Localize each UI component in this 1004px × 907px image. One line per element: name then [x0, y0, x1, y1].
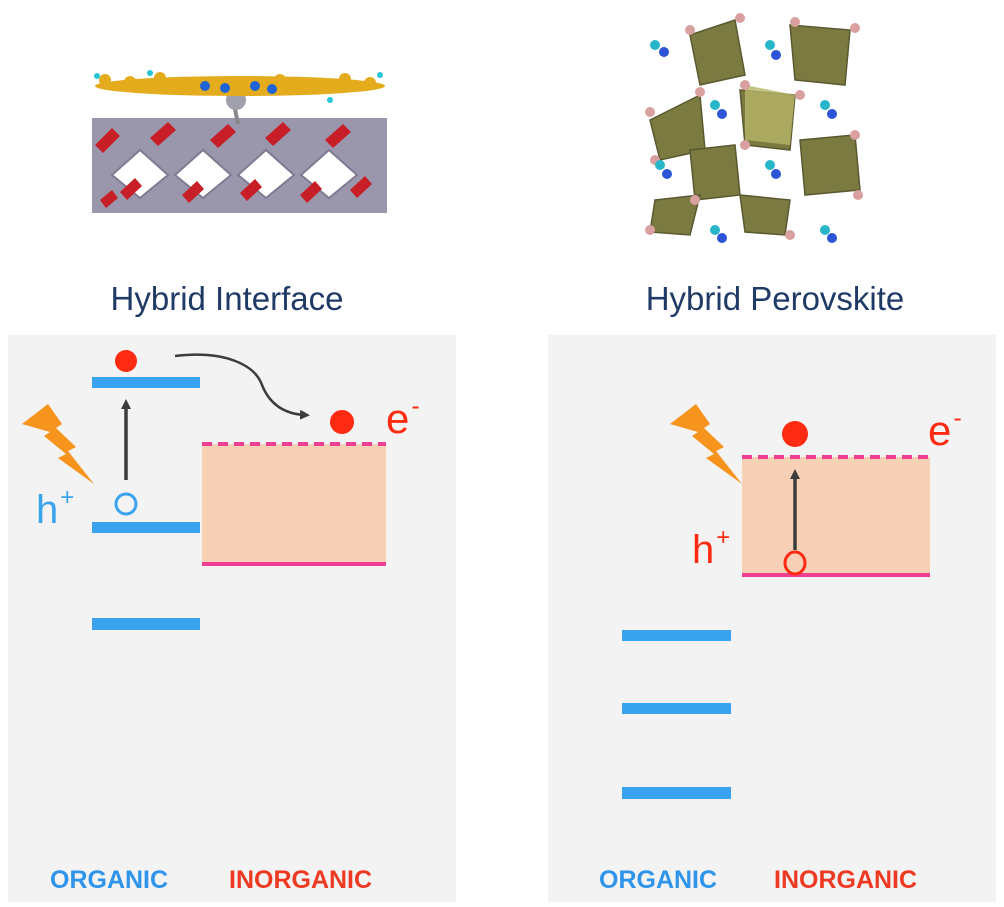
- left-inorganic-label: INORGANIC: [229, 866, 373, 894]
- right-organic-level-1: [622, 630, 731, 641]
- left-transfer-arrow: [174, 353, 310, 420]
- left-hole-label: h+: [36, 484, 75, 532]
- right-organic-level-3: [622, 787, 731, 799]
- left-organic-level-3: [92, 618, 200, 630]
- right-electron: [782, 421, 808, 447]
- right-inorganic-label: INORGANIC: [774, 866, 918, 894]
- left-organic-level-2: [92, 522, 200, 533]
- left-lightning-icon: [22, 404, 94, 484]
- hybrid-perovskite-structure-image: [645, 13, 863, 243]
- right-lightning-icon: [670, 404, 742, 484]
- right-electron-label: e-: [928, 404, 962, 454]
- left-electron-label: e-: [386, 392, 420, 442]
- right-hole: [783, 550, 807, 576]
- left-panel-background: [8, 335, 456, 902]
- right-panel-background: [548, 335, 996, 902]
- left-organic-level-1: [92, 377, 200, 388]
- left-panel-title: Hybrid Interface: [110, 280, 344, 317]
- right-panel-title: Hybrid Perovskite: [645, 280, 905, 317]
- left-electron-organic: [115, 350, 137, 372]
- hybrid-interface-structure-image: [92, 70, 387, 213]
- right-inorganic-band: [742, 457, 930, 575]
- left-organic-label: ORGANIC: [50, 866, 169, 894]
- left-inorganic-band: [202, 444, 386, 564]
- left-hole: [114, 492, 138, 516]
- right-organic-label: ORGANIC: [599, 866, 718, 894]
- right-organic-level-2: [622, 703, 731, 714]
- right-hole-label: h+: [692, 524, 731, 572]
- left-electron-inorganic: [330, 410, 354, 434]
